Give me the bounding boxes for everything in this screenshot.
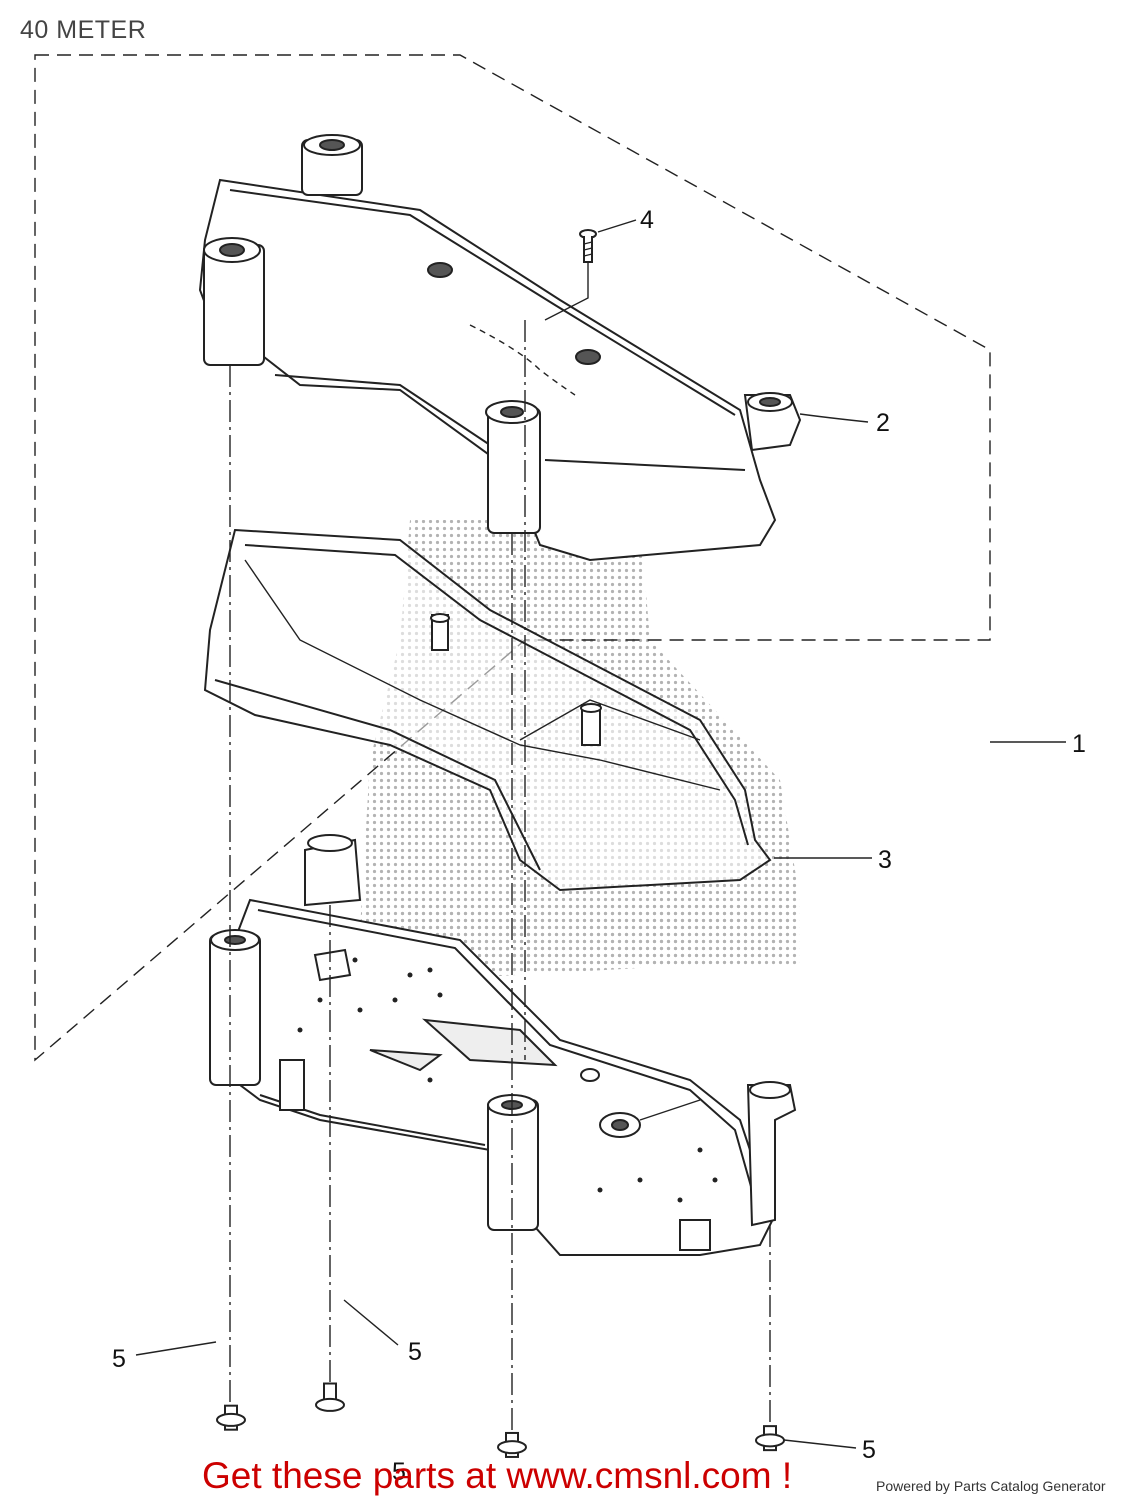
leader-lines <box>135 219 1066 1449</box>
callout-5-left: 5 <box>112 1345 126 1373</box>
callout-labels: 4 2 1 3 5 5 5 5 <box>112 206 1086 1486</box>
callout-4: 4 <box>640 206 654 234</box>
callout-1: 1 <box>1072 730 1086 758</box>
lower-case <box>209 834 797 1256</box>
screw-front-left <box>216 1404 246 1431</box>
cta-link[interactable]: Get these parts at www.cmsnl.com ! <box>202 1455 793 1496</box>
lens-frame <box>203 528 772 892</box>
callout-5-mid: 5 <box>408 1338 422 1366</box>
callout-5-right: 5 <box>862 1436 876 1464</box>
screw-front-right <box>755 1425 785 1452</box>
upper-case <box>198 134 802 562</box>
powered-by-text: Powered by Parts Catalog Generator <box>876 1478 1106 1494</box>
screw-top <box>544 229 597 321</box>
screw-mid-left <box>315 1382 345 1412</box>
screws-bottom <box>216 1382 785 1458</box>
callout-3: 3 <box>878 846 892 874</box>
callout-2: 2 <box>876 409 890 437</box>
screw-front-center <box>497 1431 527 1458</box>
assembly-boundary <box>34 54 991 1062</box>
assembly-guide-lines <box>229 320 771 1433</box>
callout-5-center: 5 <box>392 1458 406 1486</box>
diagram-title: 40 METER <box>20 16 147 44</box>
